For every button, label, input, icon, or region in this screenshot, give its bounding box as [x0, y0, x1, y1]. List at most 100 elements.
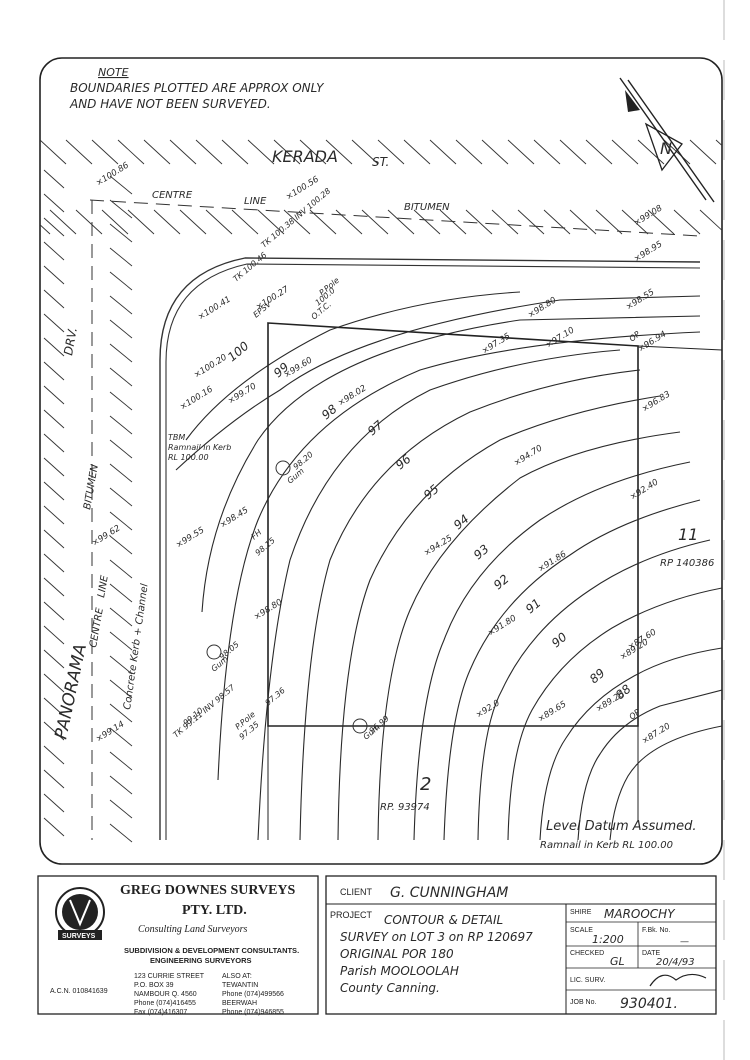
hatch-stroke: [43, 721, 65, 741]
hatch-stroke: [221, 139, 249, 165]
client-label: CLIENT: [340, 887, 373, 897]
contour-95: [377, 431, 681, 841]
spot-height-label: ×92.40: [628, 477, 660, 502]
hatch-stroke: [109, 367, 133, 387]
contour-94: [413, 461, 691, 841]
hatch-stroke: [43, 793, 65, 813]
feature-value: 98.20: [292, 450, 315, 472]
contour-96: [337, 395, 661, 841]
surveyor-signature: [649, 973, 707, 987]
hatch-stroke: [109, 799, 133, 819]
hatch-stroke: [179, 209, 207, 235]
bitumen-label-top: BITUMEN: [404, 202, 450, 213]
also-at-line: ALSO AT:: [222, 973, 252, 980]
hatch-stroke: [195, 139, 223, 165]
hatch-stroke: [43, 409, 65, 429]
contour-92: [477, 539, 711, 841]
hatch-stroke: [325, 139, 353, 165]
hatch-stroke: [43, 193, 65, 213]
contour-label: 91: [523, 596, 544, 617]
hatch-stroke: [109, 247, 133, 267]
hatch-stroke: [533, 139, 561, 165]
tbm-line-2: Ramnail in Kerb: [168, 443, 231, 452]
contour-98-5: [217, 331, 701, 781]
hatch-stroke: [109, 631, 133, 651]
project-line: SURVEY on LOT 3 on RP 120697: [340, 930, 533, 944]
hatch-stroke: [40, 139, 67, 165]
hatch-stroke: [40, 209, 51, 235]
hatch-stroke: [109, 775, 133, 795]
address-line: Phone (074)416455: [134, 1000, 196, 1007]
hatch-stroke: [663, 139, 691, 165]
also-at-line: Phone (074)946855: [222, 1009, 284, 1016]
also-at-line: TEWANTIN: [222, 982, 258, 989]
hatch-stroke: [742, 140, 750, 164]
spot-height-label: ×98.80: [526, 295, 558, 320]
hatch-stroke: [43, 625, 65, 645]
hatch-stroke: [153, 209, 181, 235]
also-at-line: BEERWAH: [222, 1000, 257, 1007]
spot-height-label: ×91.86: [536, 549, 568, 574]
hatch-stroke: [43, 169, 65, 189]
contour-label: 93: [471, 542, 492, 563]
contour-lines: [175, 291, 722, 841]
centre-line-label-top: CENTRE: [152, 190, 193, 201]
hatch-stroke: [109, 295, 133, 315]
hatch-stroke: [43, 745, 65, 765]
spot-height-label: ×100.86: [94, 160, 131, 188]
hatch-stroke: [43, 337, 65, 357]
note-title: NOTE: [98, 66, 129, 79]
level-datum-line-2: Ramnail in Kerb RL 100.00: [540, 840, 673, 851]
hatch-stroke: [647, 209, 675, 235]
hatch-stroke: [0, 140, 14, 164]
scale-label: SCALE: [570, 927, 593, 934]
hatch-stroke: [403, 139, 431, 165]
logo-text: SURVEYS: [62, 933, 96, 940]
spot-height-label: ×98.45: [218, 505, 250, 530]
hatch-stroke: [611, 139, 639, 165]
contour-label: 92: [491, 572, 512, 593]
bitumen-label-left: BITUMEN: [82, 463, 101, 510]
street-name-left: PANORAMA: [51, 642, 91, 741]
hatch-stroke: [143, 139, 171, 165]
feature-label: OP: [628, 329, 642, 343]
spot-height-label: ×91.80: [486, 613, 518, 638]
hatch-stroke: [117, 139, 145, 165]
north-arrow: [619, 77, 715, 203]
services-line-1: SUBDIVISION & DEVELOPMENT CONSULTANTS.: [124, 946, 299, 955]
logo-tripod-icon: [69, 899, 91, 927]
hatch-stroke: [543, 209, 571, 235]
company-suffix: PTY. LTD.: [182, 903, 247, 918]
contour-89: [577, 689, 722, 841]
hatch-stroke: [43, 265, 65, 285]
contour-label: 96: [393, 452, 414, 473]
tbm-line-1: TBM: [168, 433, 185, 442]
hatch-stroke: [455, 139, 483, 165]
spot-height-label: ×97.10: [544, 325, 576, 350]
spot-height-label: ×99.70: [226, 381, 258, 406]
north-arrow-head-icon: [625, 90, 640, 112]
road-hatching-top: [0, 139, 750, 235]
contour-label: 94: [451, 512, 472, 533]
lic-surv-label: LIC. SURV.: [570, 977, 605, 984]
spot-height-label: ×100.41: [196, 295, 233, 323]
hatch-stroke: [43, 313, 65, 333]
hatch-stroke: [109, 199, 133, 219]
hatch-stroke: [387, 209, 415, 235]
hatch-stroke: [43, 817, 65, 837]
hatch-stroke: [361, 209, 389, 235]
contour-88: [609, 725, 722, 841]
hatch-stroke: [127, 209, 155, 235]
spot-height-label: ×96.83: [640, 389, 672, 414]
hatch-stroke: [109, 319, 133, 339]
hatch-stroke: [109, 655, 133, 675]
hatch-stroke: [109, 607, 133, 627]
centre-line-top: [89, 199, 701, 237]
contour-99: [201, 315, 701, 613]
hatch-stroke: [109, 439, 133, 459]
fbk-value: —: [680, 937, 689, 947]
spot-height-label: ×96.94: [636, 329, 668, 354]
job-label: JOB No.: [570, 999, 597, 1006]
hatch-stroke: [309, 209, 337, 235]
